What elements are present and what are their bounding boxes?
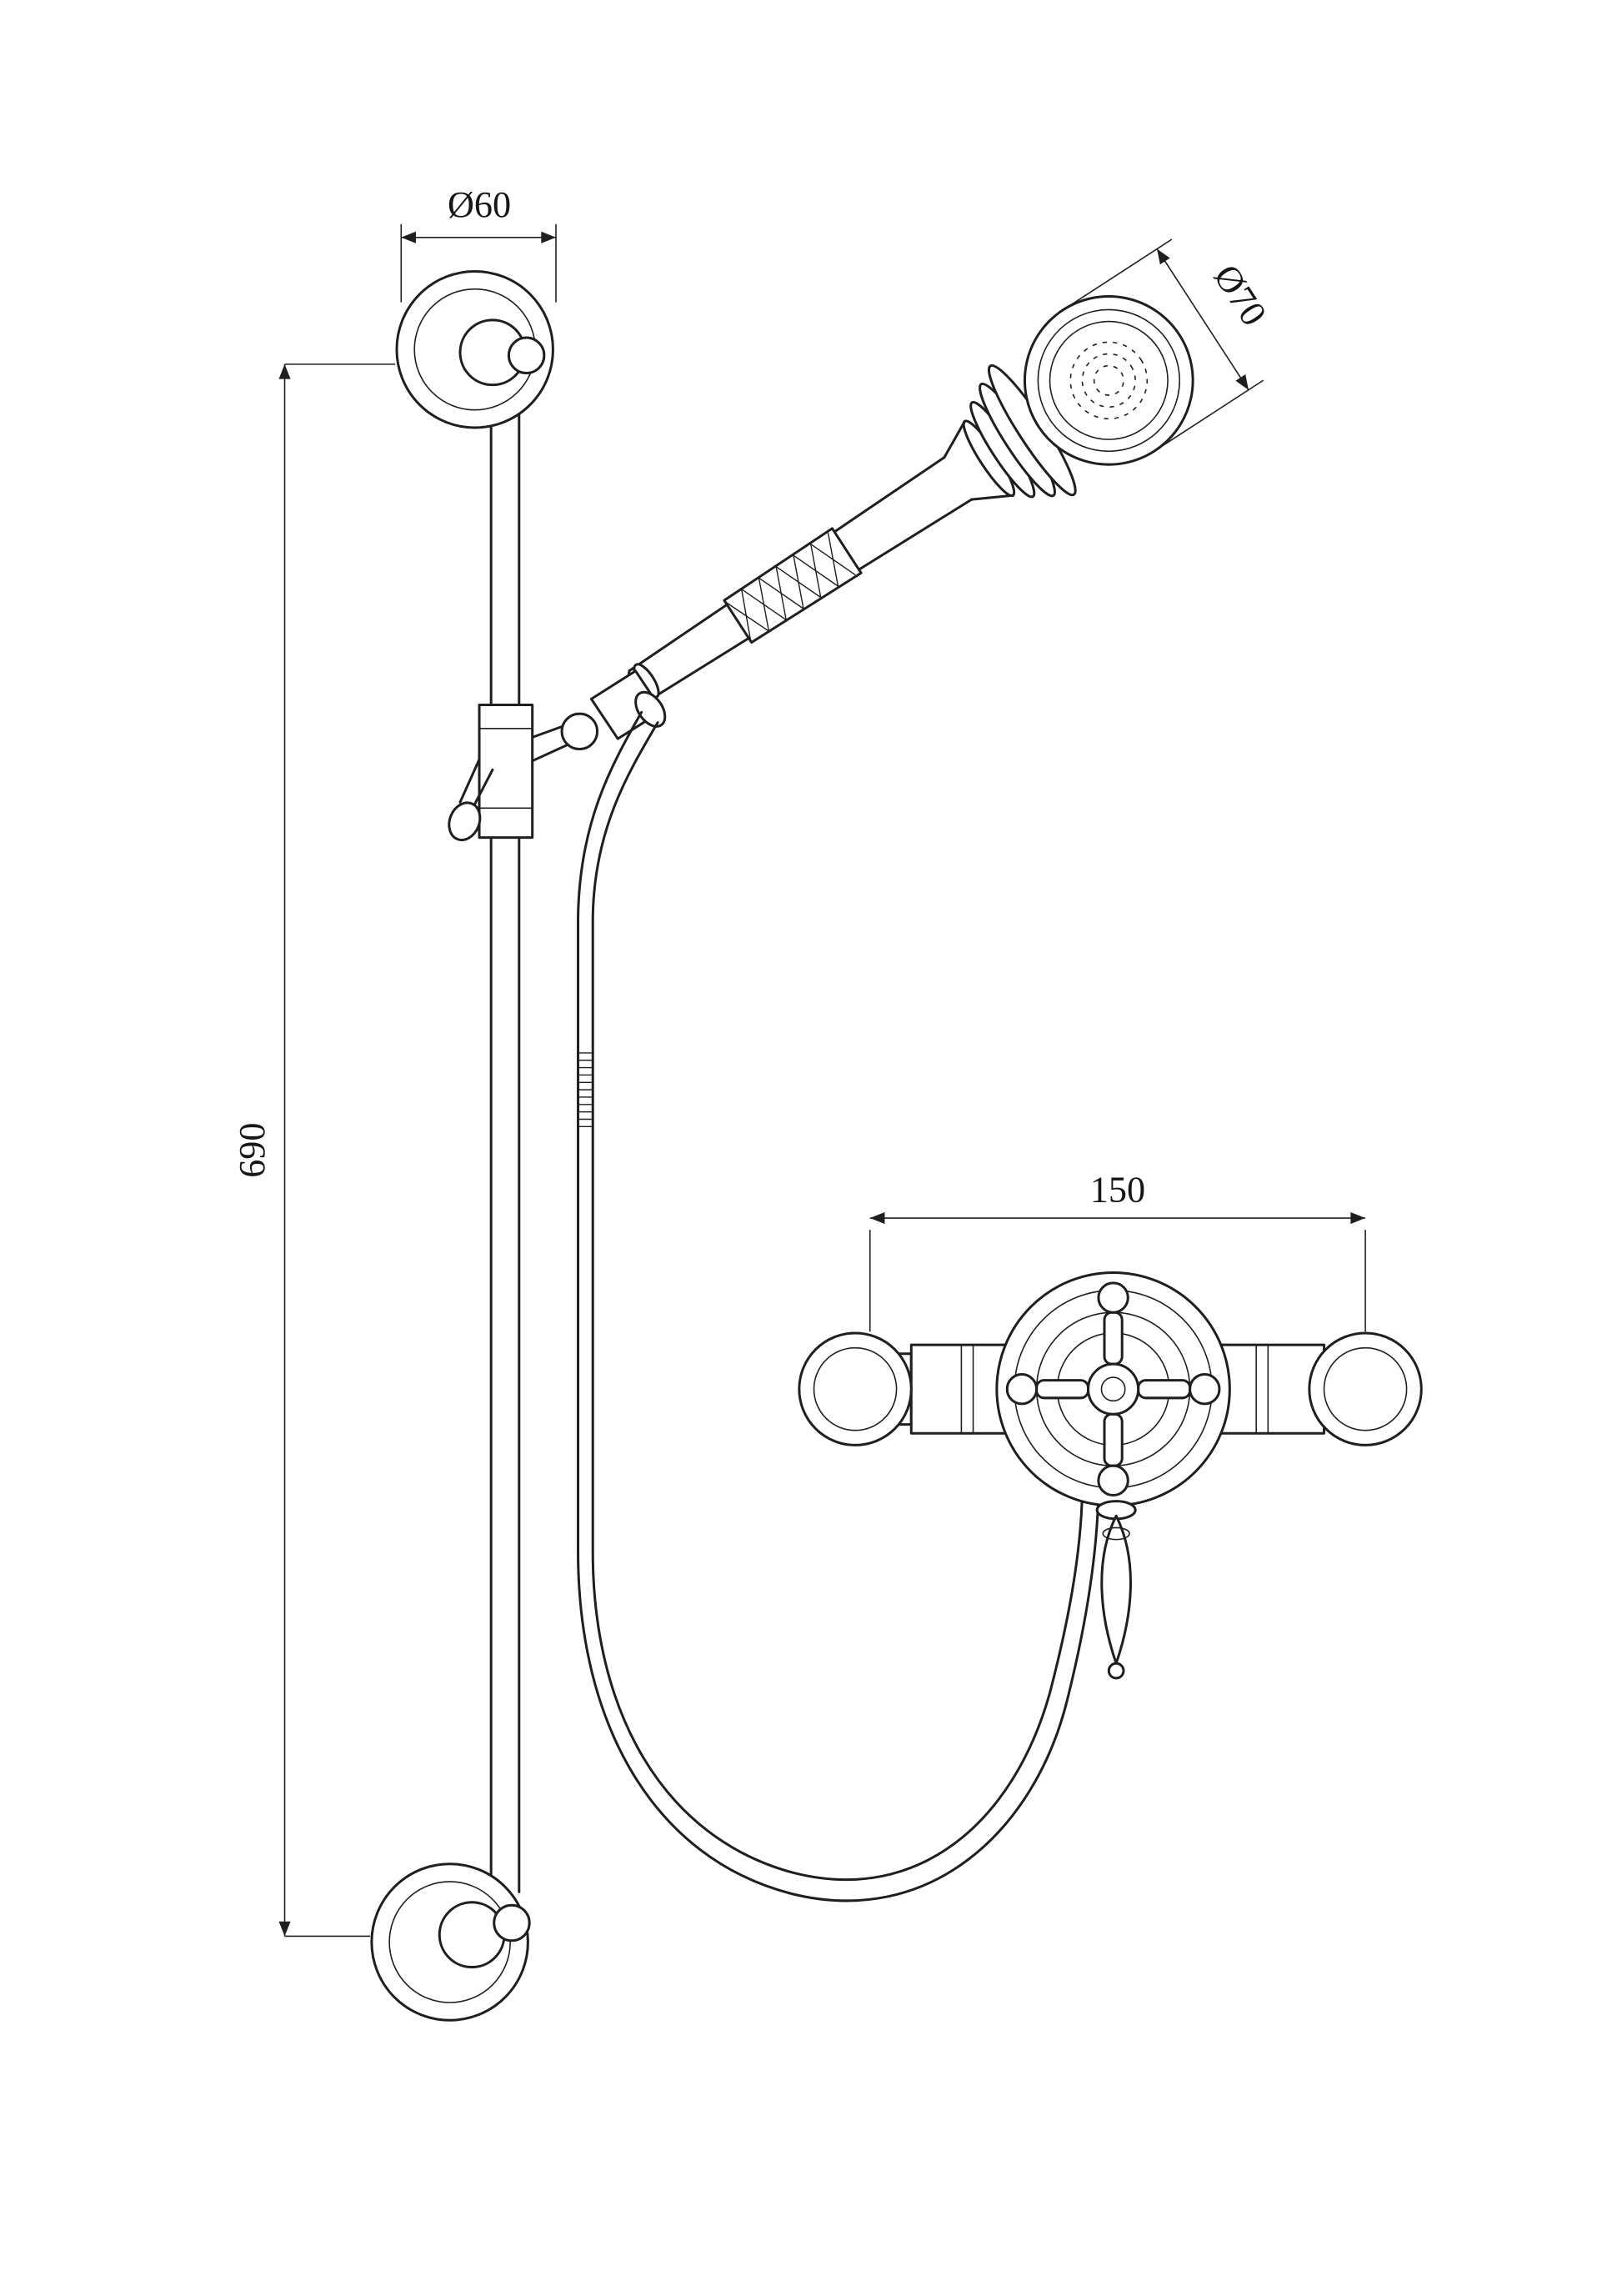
- hose-outline-inner: [591, 721, 1084, 1882]
- bottom-wall-bracket: [370, 1862, 531, 2022]
- hose-outline-outer: [577, 710, 1100, 1902]
- bracket-hub: [438, 1901, 506, 1969]
- top-wall-bracket: [395, 269, 554, 429]
- holder-stub: [531, 724, 569, 763]
- wall-flange-right-ring: [1323, 1346, 1408, 1431]
- dimension-valve-centres: 150: [869, 1170, 1366, 1332]
- cross-arm-east: [1137, 1379, 1192, 1400]
- cross-arm-south: [1103, 1412, 1124, 1467]
- lever-ring: [1102, 1526, 1130, 1541]
- bracket-pivot: [507, 336, 546, 375]
- dimension-line: [1156, 248, 1249, 391]
- valve-lever: [1095, 1500, 1137, 1680]
- grip-sleeve: [723, 527, 863, 644]
- dimension-rail-height: 690: [232, 363, 396, 1938]
- cross-ball-south: [1097, 1464, 1129, 1497]
- cross-ball-west: [1005, 1373, 1039, 1406]
- bracket-pivot: [493, 1903, 531, 1943]
- valve-body-seams: [960, 1345, 1269, 1434]
- cross-hub: [1087, 1362, 1140, 1416]
- wall-flange-left: [798, 1331, 913, 1446]
- locking-knob: [448, 801, 482, 842]
- slider-clamp: [448, 703, 569, 842]
- clamp-body: [478, 703, 534, 840]
- extension-line: [1159, 379, 1264, 449]
- dim-label-rail-height: 690: [232, 1122, 273, 1177]
- spray-nozzle-ring: [1081, 353, 1136, 408]
- spray-nozzle-ring: [1069, 341, 1149, 420]
- lever-tip: [1107, 1662, 1125, 1680]
- cross-arm-north: [1103, 1311, 1124, 1366]
- grip-knurl-b: [740, 533, 839, 642]
- bracket-ring: [388, 1881, 511, 2003]
- holder-ball-joint: [560, 712, 599, 751]
- wall-flange-right: [1308, 1331, 1423, 1446]
- dim-label-head-diameter: Ø70: [1206, 258, 1275, 333]
- knob-neck: [458, 758, 494, 811]
- dim-label-bracket-diameter: Ø60: [448, 184, 511, 225]
- shower-hose: [577, 690, 1100, 1902]
- cross-ball-east: [1189, 1373, 1221, 1406]
- wall-flange-left-ring: [813, 1346, 898, 1431]
- shower-valve: [798, 1271, 1423, 1680]
- hand-shower: Ø70: [627, 238, 1275, 702]
- cross-hub-center: [1100, 1376, 1126, 1402]
- cross-ball-north: [1097, 1281, 1129, 1314]
- valve-cross-handle: [995, 1271, 1231, 1507]
- hose-band-section: [578, 1052, 593, 1128]
- cross-arm-west: [1035, 1379, 1090, 1400]
- dim-label-valve-centres: 150: [1090, 1170, 1145, 1211]
- handle-neck: [943, 419, 1014, 501]
- extension-line: [1067, 238, 1173, 308]
- clamp-seams: [479, 727, 533, 810]
- dimension-bracket-diameter: Ø60: [400, 184, 557, 303]
- slide-rail: [489, 370, 521, 1897]
